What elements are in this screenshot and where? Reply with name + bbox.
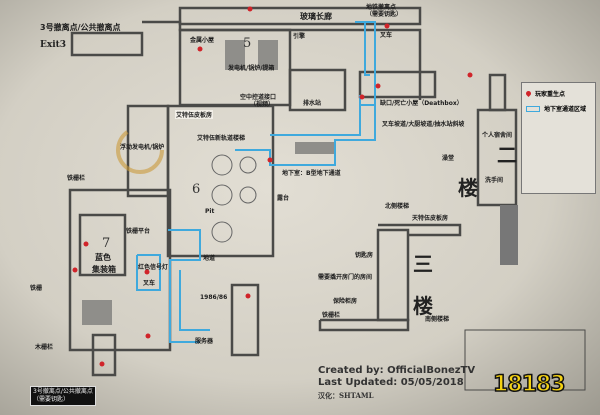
- wood-fence-label: 木栅栏: [35, 344, 54, 351]
- engine-label: 引擎: [293, 33, 306, 40]
- title-block: [464, 329, 586, 391]
- exit3-label: Exit3: [40, 40, 67, 50]
- drain-station: [288, 68, 347, 112]
- glass-corridor-wall: [178, 6, 422, 26]
- air-duct-label: 空中控道接口: [240, 94, 277, 101]
- floor2-char2: 楼: [458, 176, 478, 200]
- spawn-pins: [72, 6, 473, 367]
- subway-exit-label: 地铁撤离点: [366, 4, 397, 11]
- floor3-corridor: [378, 223, 462, 237]
- forklift-mid-label: 叉车: [143, 280, 156, 287]
- map-pin-icon: [524, 89, 533, 98]
- zone5-number: 5: [243, 36, 252, 51]
- floor3-base: [318, 318, 410, 332]
- floor3-atwood-label: 天特伍皮板房: [412, 215, 449, 222]
- year-label: 1986/86: [200, 294, 228, 301]
- floor2-tower: [488, 73, 507, 112]
- credit-created: Created by: OfficialBonezTV: [318, 365, 476, 376]
- exit3-title: 3号撤离点/公共撤离点: [40, 23, 121, 32]
- pit-label: Pit: [205, 208, 215, 215]
- generator-label: 发电机/锅炉/提箱: [228, 65, 275, 72]
- container-label: 集装箱: [92, 265, 116, 274]
- basement-paths: [136, 21, 376, 343]
- credit-updated: Last Updated: 05/05/2018: [318, 377, 464, 388]
- forklift-top-label: 叉车: [380, 32, 393, 39]
- drain-station-label: 排水站: [303, 100, 322, 107]
- dorm-label: 个人宿舍间: [482, 132, 513, 139]
- coffee-stain: [116, 126, 164, 174]
- pry-room-label: 需要撬开房门的房间: [318, 274, 373, 281]
- fence-left-label: 铁栅: [30, 285, 43, 292]
- deathbox-hut: [358, 70, 437, 99]
- floor3-char2: 楼: [413, 294, 433, 318]
- zone6-number: 6: [192, 182, 201, 197]
- floor3-char1: 三: [413, 252, 433, 276]
- credit-translated: 汉化：SHTAML: [318, 391, 374, 400]
- terrace-label: 露台: [277, 195, 290, 202]
- iron-fence-top-label: 铁栅栏: [67, 175, 86, 182]
- basement-swatch-icon: [526, 105, 540, 112]
- bottom-exit-title: 3号撤离点/公共撤离点: [33, 388, 93, 395]
- metal-hut-label: 金属小屋: [190, 37, 215, 44]
- floor2-char1: 二: [497, 143, 517, 167]
- safe-room-label: 保险柜房: [333, 298, 358, 305]
- tunnel-label: 地道: [203, 255, 216, 262]
- air-duct-note: （视频）: [250, 101, 275, 108]
- exit3-building: [70, 31, 144, 57]
- bottom-exit-note: （需要钥匙）: [33, 396, 70, 403]
- red-light-label: 红色信号灯: [138, 264, 169, 271]
- south-stairs-label: 南侧楼梯: [425, 316, 450, 323]
- deathbox-label: 缺口/死亡小屋（Deathbox）: [380, 100, 463, 107]
- server-label: 服务器: [195, 338, 214, 345]
- zone7-container: [78, 213, 127, 277]
- site-logo: 18183: [492, 371, 566, 398]
- map-legend: 玩家重生点 地下室通道区域: [521, 82, 596, 194]
- atwood-room-label: 艾特伍皮板房: [175, 110, 214, 119]
- service-block: [230, 283, 260, 357]
- right-strip: [500, 205, 518, 265]
- glass-corridor-label: 玻璃长廊: [300, 12, 332, 21]
- basement-b-label: 地下室：B型地下通道: [282, 170, 341, 177]
- floor3-fence-label: 铁栅栏: [322, 312, 341, 319]
- legend-spawn: 玩家重生点: [535, 91, 566, 98]
- grate-platform-label: 铁栅平台: [126, 228, 151, 235]
- zone6-building: [166, 104, 275, 258]
- subway-exit-note: （需要钥匙）: [366, 11, 403, 18]
- atwood-stairs-label: 艾特伍新轨道楼梯: [197, 135, 246, 142]
- key-room-label: 钥匙房: [355, 252, 374, 259]
- bath-label: 澡堂: [442, 155, 455, 162]
- blue-label: 蓝色: [95, 253, 111, 262]
- floating-gen-label: 浮动发电机/锅炉: [120, 144, 165, 151]
- north-stairs-label: 北侧楼梯: [385, 203, 410, 210]
- floor3-wing: [376, 228, 410, 322]
- south-exit-hall: [91, 333, 117, 377]
- legend-basement: 地下室通道区域: [544, 106, 587, 113]
- ramps-label: 叉车坡道/大厨坡道/抽水站斜坡: [382, 121, 465, 128]
- zone7-number: 7: [102, 236, 111, 251]
- washroom-label: 洗手间: [485, 177, 504, 184]
- bottom-exit-label: 3号撤离点/公共撤离点 （需要钥匙）: [30, 386, 96, 406]
